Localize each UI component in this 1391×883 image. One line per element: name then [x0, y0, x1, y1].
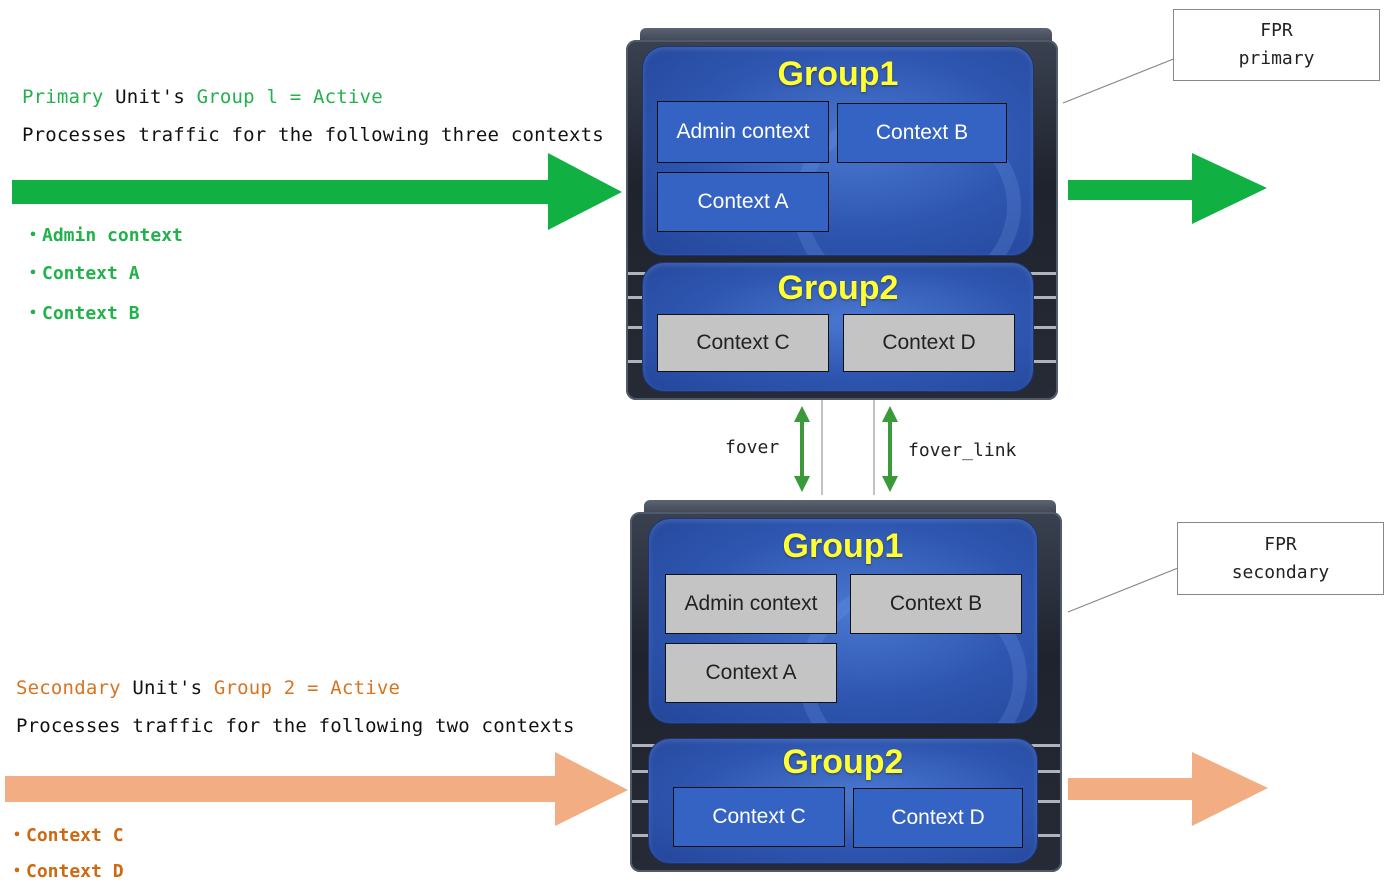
- primary-label-leader: [1062, 57, 1177, 104]
- secondary-desc-line: Processes traffic for the following two …: [16, 715, 575, 737]
- primary-group2-context-d: Context D: [843, 314, 1015, 372]
- secondary-group-active: Group 2 = Active: [213, 677, 401, 699]
- secondary-unit-label: FPR secondary: [1177, 522, 1384, 595]
- secondary-group1-context-b: Context B: [850, 574, 1022, 634]
- primary-word: Primary: [22, 86, 104, 108]
- primary-group1-panel: Group1 Admin context Context B Context A: [642, 46, 1034, 256]
- primary-group1-title: Group1: [777, 55, 899, 93]
- secondary-bullet-context-c: ・Context C: [8, 825, 124, 846]
- primary-bullet-context-a: ・Context A: [24, 263, 140, 284]
- secondary-group1-title: Group1: [782, 527, 904, 565]
- fover-label: fover: [725, 437, 780, 458]
- primary-unit-label: FPR primary: [1173, 9, 1380, 81]
- secondary-group2-title: Group2: [782, 743, 904, 781]
- primary-bullet-admin: ・Admin context: [24, 225, 183, 246]
- secondary-group1-admin-context: Admin context: [665, 574, 837, 634]
- secondary-unit-suffix: Unit's: [120, 677, 214, 699]
- primary-group1-context-a: Context A: [657, 172, 829, 232]
- primary-unit-heading: Primary Unit's Group l = Active: [22, 86, 383, 108]
- fover-link-label: fover_link: [908, 440, 1017, 461]
- secondary-group2-context-c: Context C: [673, 787, 845, 847]
- primary-output-arrow: [1068, 153, 1267, 224]
- secondary-group2-context-d: Context D: [853, 788, 1023, 848]
- primary-group1-admin-context: Admin context: [657, 101, 829, 163]
- primary-desc-line: Processes traffic for the following thre…: [22, 124, 604, 146]
- primary-group2-panel: Group2 Context C Context D: [642, 262, 1034, 392]
- primary-label-role: primary: [1238, 48, 1315, 69]
- primary-group-active: Group l = Active: [196, 86, 383, 108]
- primary-group2-context-c: Context C: [657, 314, 829, 372]
- secondary-label-role: secondary: [1231, 561, 1330, 583]
- primary-unit-suffix: Unit's: [103, 86, 197, 108]
- primary-bullet-context-b: ・Context B: [24, 303, 140, 324]
- fover-double-arrow: [794, 406, 810, 492]
- secondary-label-fpr: FPR: [1264, 533, 1297, 555]
- secondary-input-arrow: [5, 752, 628, 826]
- secondary-label-leader: [1067, 567, 1179, 613]
- secondary-output-arrow: [1068, 752, 1268, 826]
- secondary-group1-panel: Group1 Admin context Context B Context A: [648, 518, 1038, 724]
- primary-group2-title: Group2: [777, 269, 899, 307]
- secondary-group1-context-a: Context A: [665, 643, 837, 703]
- primary-label-fpr: FPR: [1260, 20, 1293, 41]
- secondary-bullet-context-d: ・Context D: [8, 861, 124, 882]
- secondary-unit-heading: Secondary Unit's Group 2 = Active: [16, 677, 400, 699]
- fover-link-double-arrow: [882, 406, 898, 492]
- secondary-word: Secondary: [16, 677, 121, 699]
- secondary-group2-panel: Group2 Context C Context D: [648, 738, 1038, 864]
- primary-input-arrow: [12, 153, 622, 230]
- primary-group1-context-b: Context B: [837, 103, 1007, 163]
